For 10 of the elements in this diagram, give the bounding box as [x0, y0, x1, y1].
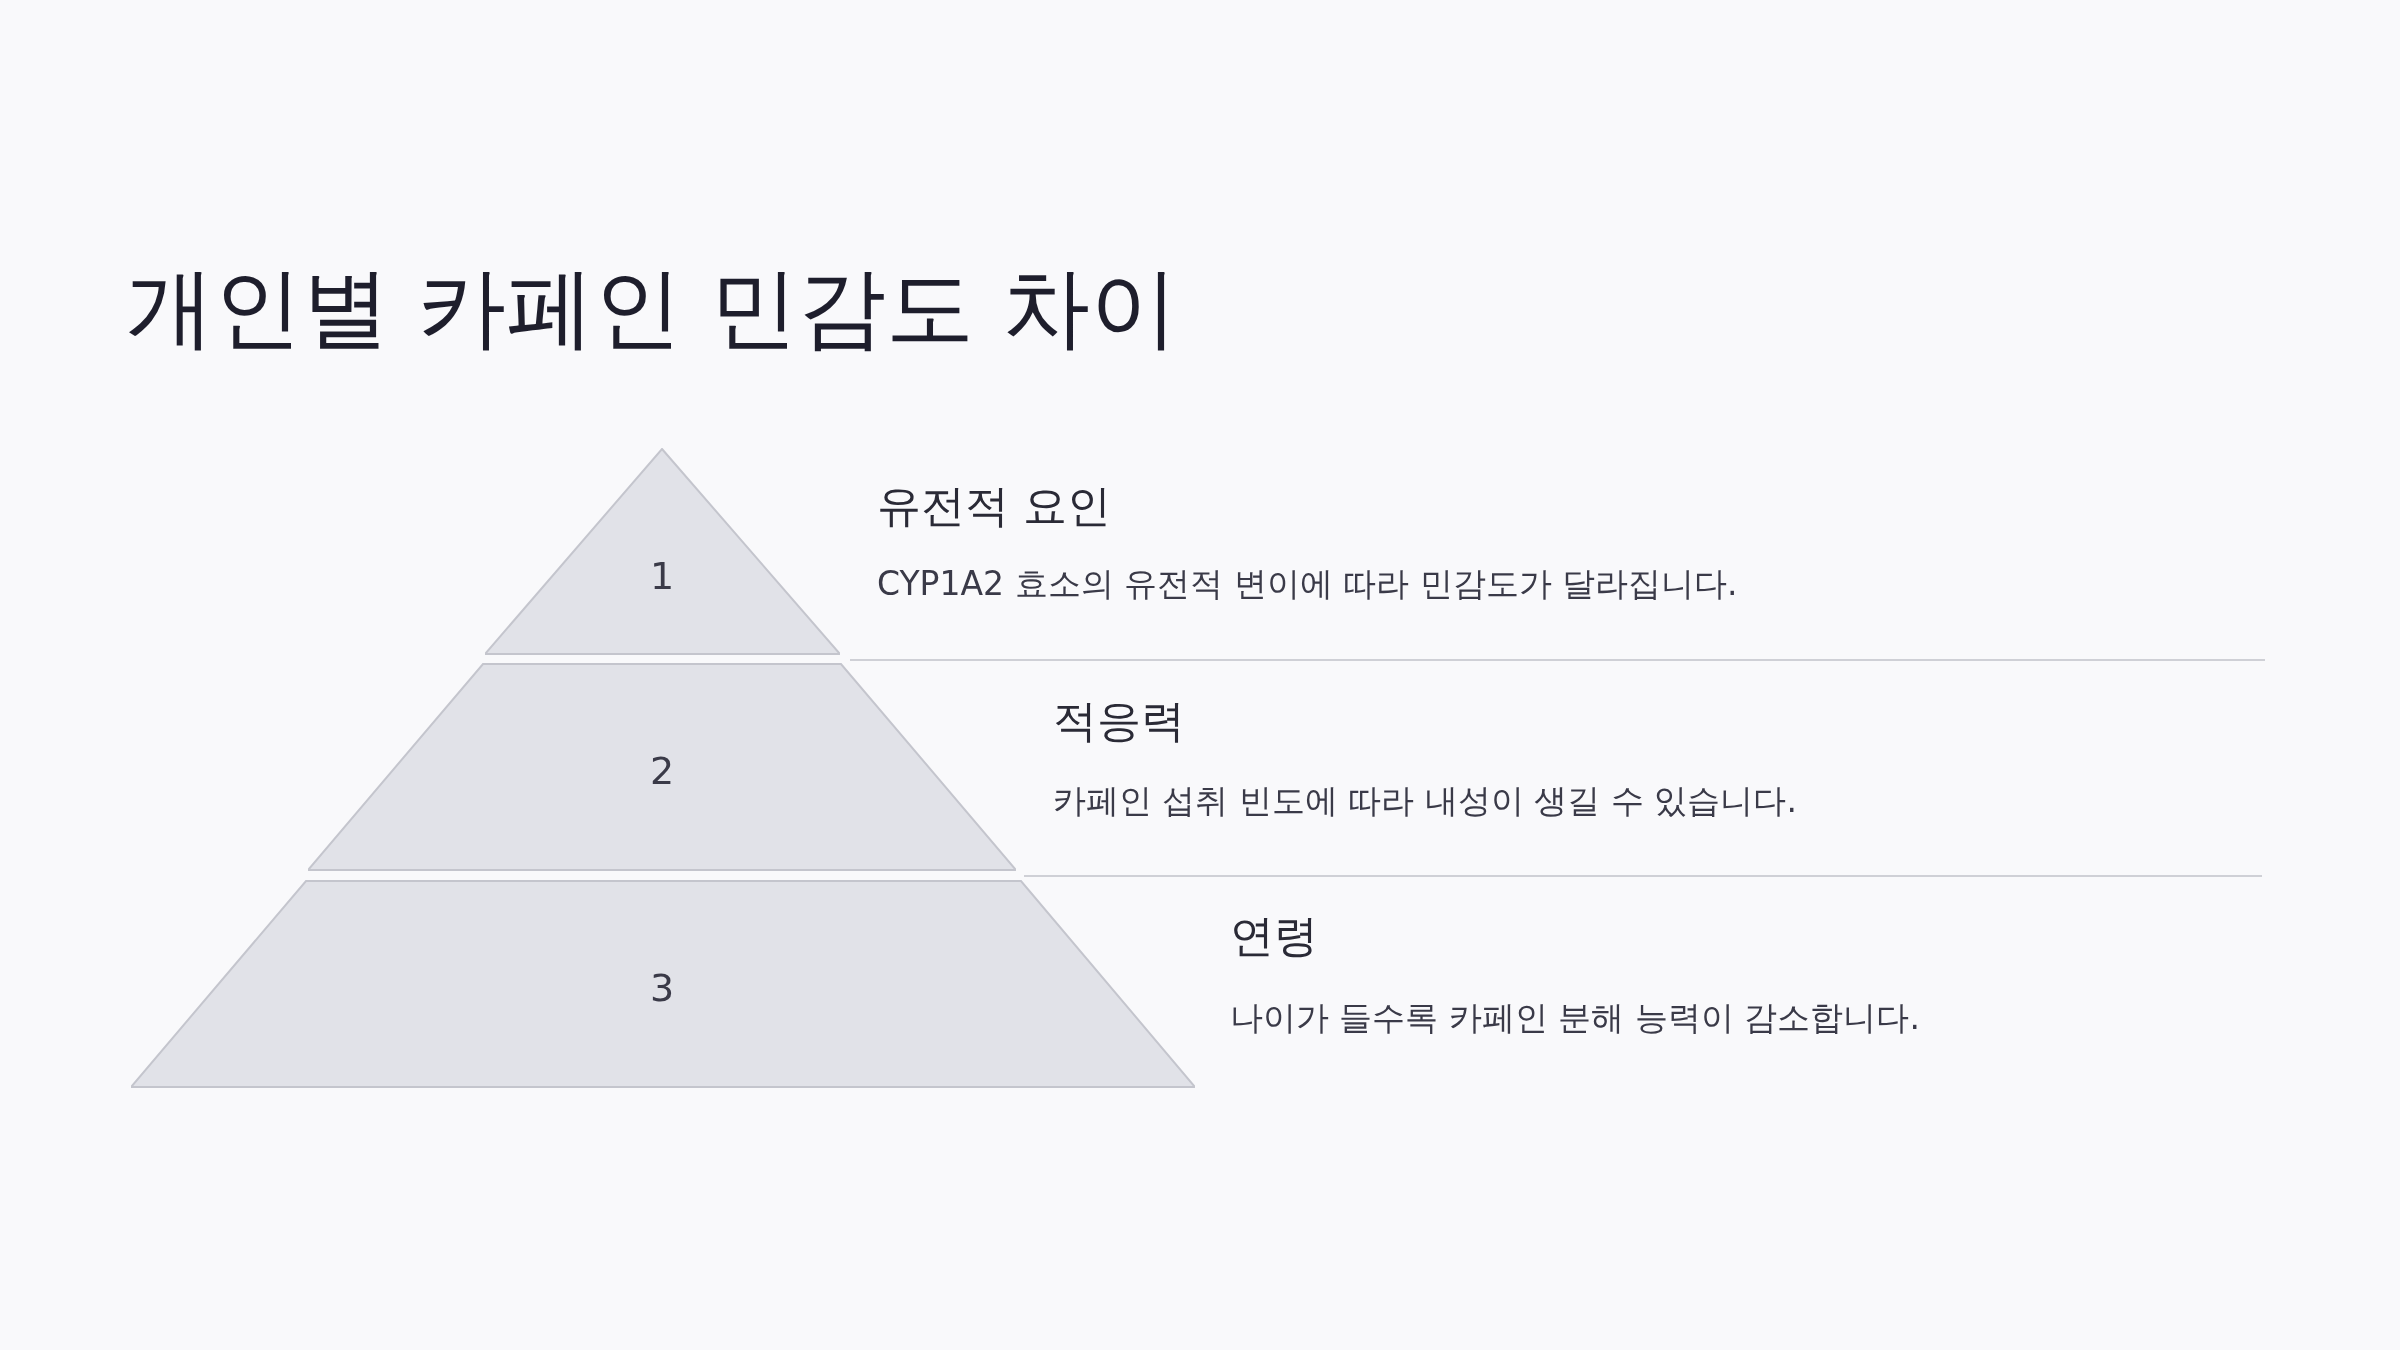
tier-number: 1	[649, 557, 675, 596]
tier-description: 카페인 섭취 빈도에 따라 내성이 생길 수 있습니다.	[1053, 781, 1797, 821]
tier-number: 2	[649, 752, 675, 791]
tier-heading: 연령	[1230, 910, 1318, 963]
tier-description: CYP1A2 효소의 유전적 변이에 따라 민감도가 달라집니다.	[877, 564, 1738, 604]
tier-description: 나이가 들수록 카페인 분해 능력이 감소합니다.	[1230, 998, 1920, 1038]
tier-heading: 유전적 요인	[877, 480, 1111, 533]
tier-number: 3	[649, 969, 675, 1008]
tier-heading: 적응력	[1053, 695, 1185, 748]
slide-title: 개인별 카페인 민감도 차이	[126, 255, 1178, 361]
